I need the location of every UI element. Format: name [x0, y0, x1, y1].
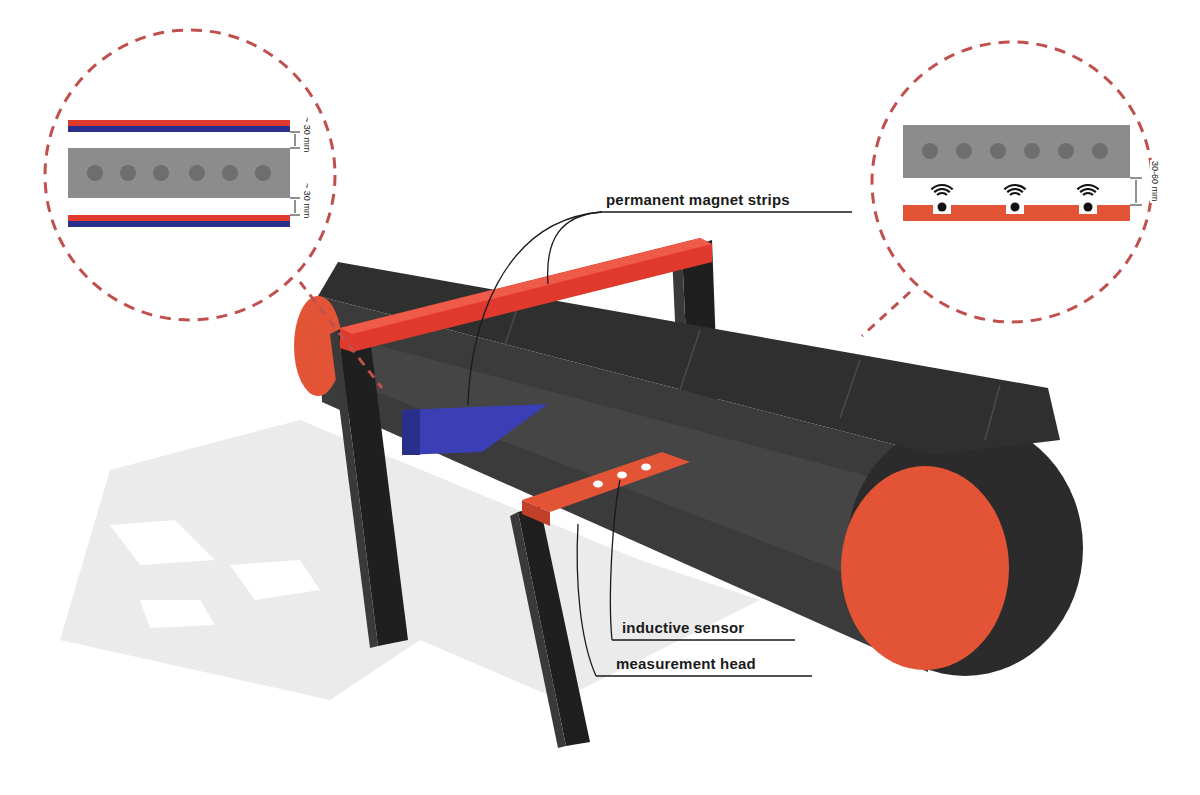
measurement-head-edge — [522, 500, 550, 526]
right-inset — [872, 42, 1152, 322]
label-leaders — [468, 212, 852, 676]
dimension-label: ~ 30 mm — [302, 116, 312, 153]
measurement-head — [522, 452, 690, 512]
part-label: measurement head — [616, 655, 756, 672]
dimension-label: ~ 30 mm — [302, 182, 312, 219]
belt-segment-lines — [505, 300, 1000, 440]
head-post-side — [510, 512, 566, 748]
part-label: permanent magnet strips — [606, 191, 790, 208]
magnet-strip-bottom-edge — [402, 409, 420, 455]
shadow-gaps — [110, 520, 320, 628]
inset-leader — [300, 282, 910, 388]
part-label: inductive sensor — [622, 619, 744, 636]
magnet-strip-top — [340, 238, 712, 352]
dimension-label: 30-60 mm — [1150, 160, 1160, 203]
sensor-symbol — [1004, 185, 1025, 214]
frame-leg — [338, 322, 408, 646]
shadow — [60, 420, 760, 700]
sensor-symbol — [931, 185, 952, 214]
left-inset — [45, 30, 335, 320]
magnet-strip-bottom — [402, 404, 548, 455]
frame-leg-side — [330, 330, 378, 648]
magnet-strip-top-face — [340, 238, 712, 334]
inductive-sensors — [593, 464, 651, 488]
pulley — [841, 466, 1009, 670]
sensor-symbol — [1077, 185, 1098, 214]
